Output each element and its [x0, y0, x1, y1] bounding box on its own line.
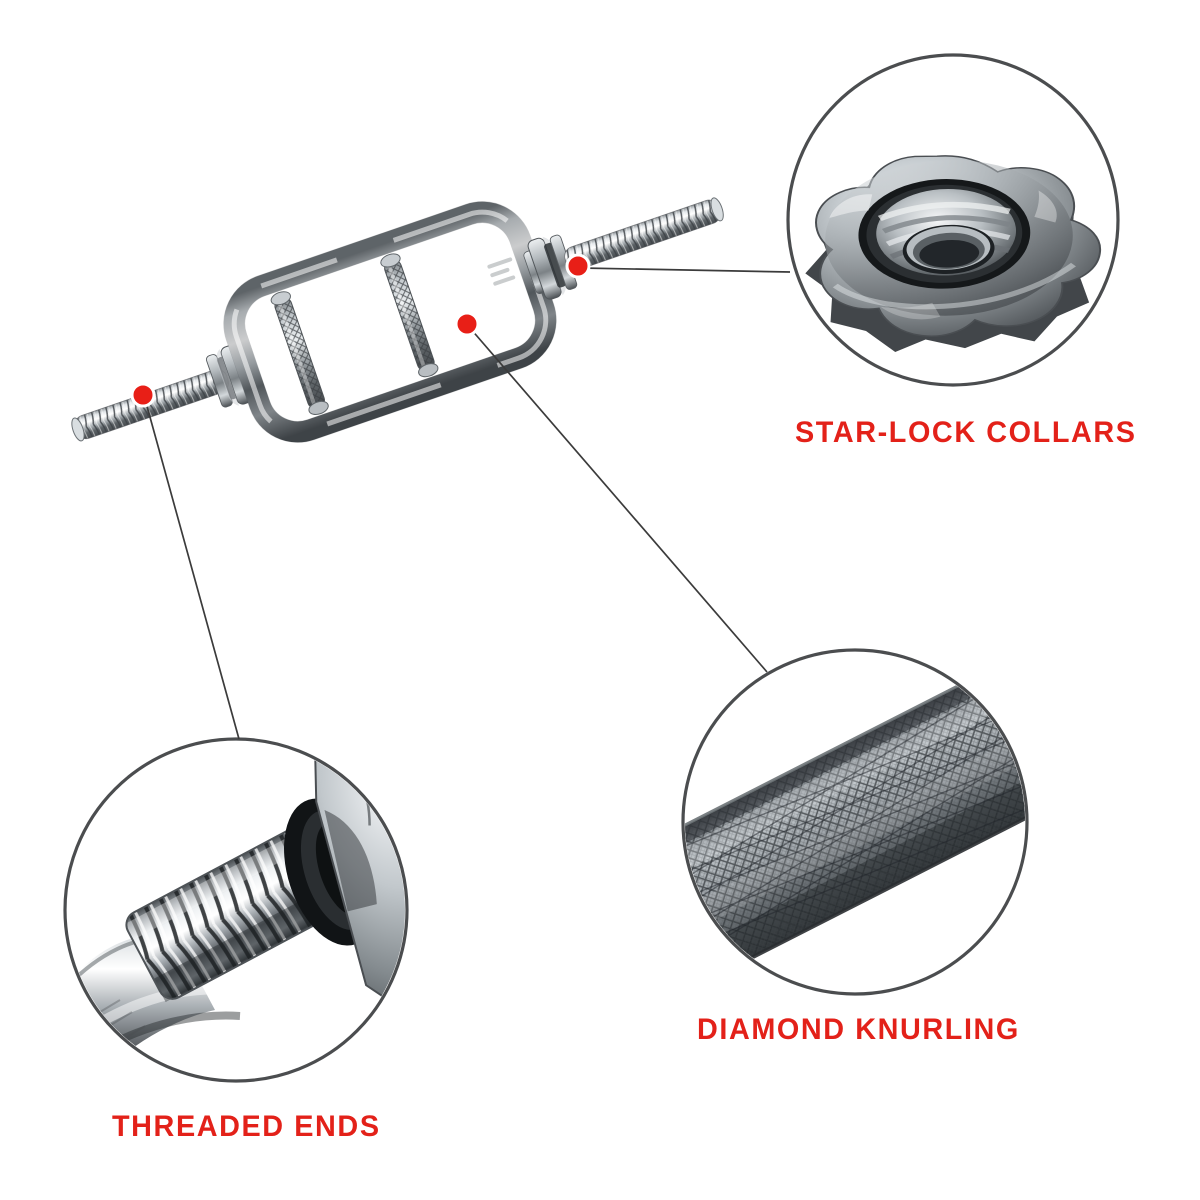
callout-label-threaded-ends: THREADED ENDS: [112, 1110, 381, 1143]
grip-bar-left: [270, 291, 329, 415]
marker-dot-star-lock[interactable]: [565, 253, 591, 279]
marker-dot-threaded-ends[interactable]: [130, 382, 156, 408]
threaded-shaft-right: [564, 197, 724, 271]
leader-line-threaded-ends: [144, 398, 240, 740]
knurled-bar-art: [685, 652, 1025, 992]
leader-line-star-lock: [580, 267, 791, 273]
star-lock-nut-art: [805, 155, 1101, 352]
callout-label-diamond-knurling: DIAMOND KNURLING: [697, 1013, 1020, 1046]
threaded-shaft-art: [67, 741, 405, 1079]
grip-bar-right: [380, 253, 439, 378]
marker-dot-diamond-knurling[interactable]: [454, 311, 480, 337]
leader-line-diamond-knurling: [469, 327, 768, 673]
collar-right: [523, 234, 578, 300]
threaded-shaft-left: [71, 368, 229, 442]
callout-label-star-lock-collars: STAR-LOCK COLLARS: [795, 416, 1137, 449]
frame-engraving: [487, 257, 516, 286]
